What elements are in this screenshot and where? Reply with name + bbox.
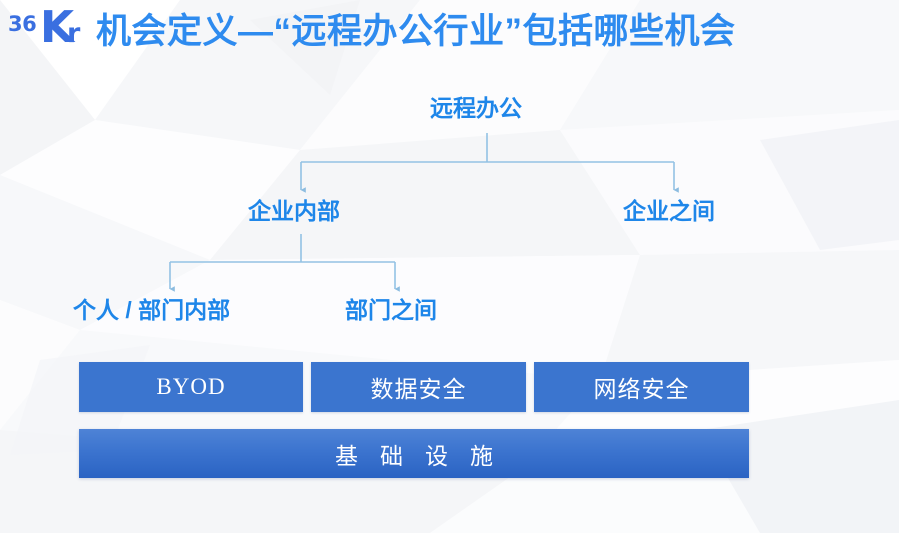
logo-letter-k: K [40, 2, 74, 53]
category-box-byod[interactable]: BYOD [79, 362, 303, 412]
infrastructure-bar[interactable]: 基础设施 [79, 429, 749, 478]
page-title: 机会定义—“远程办公行业”包括哪些机会 [96, 12, 736, 51]
infrastructure-label: 基础设施 [335, 443, 515, 469]
36kr-logo: 36 K r [6, 2, 88, 58]
tree-node-root: 远程办公 [430, 95, 522, 121]
slide-header: 36 K r 机会定义—“远程办公行业”包括哪些机会 [0, 0, 899, 72]
logo-digits: 36 [8, 12, 37, 36]
tree-node-individual-department: 个人 / 部门内部 [73, 297, 231, 323]
tree-node-between-departments: 部门之间 [345, 297, 437, 323]
tree-node-between-enterprises: 企业之间 [623, 198, 715, 224]
category-box-network-security[interactable]: 网络安全 [534, 362, 749, 412]
tree-node-internal: 企业内部 [248, 198, 340, 224]
category-box-data-security[interactable]: 数据安全 [311, 362, 526, 412]
category-box-row: BYOD 数据安全 网络安全 [79, 362, 749, 412]
logo-letter-r: r [67, 18, 81, 49]
